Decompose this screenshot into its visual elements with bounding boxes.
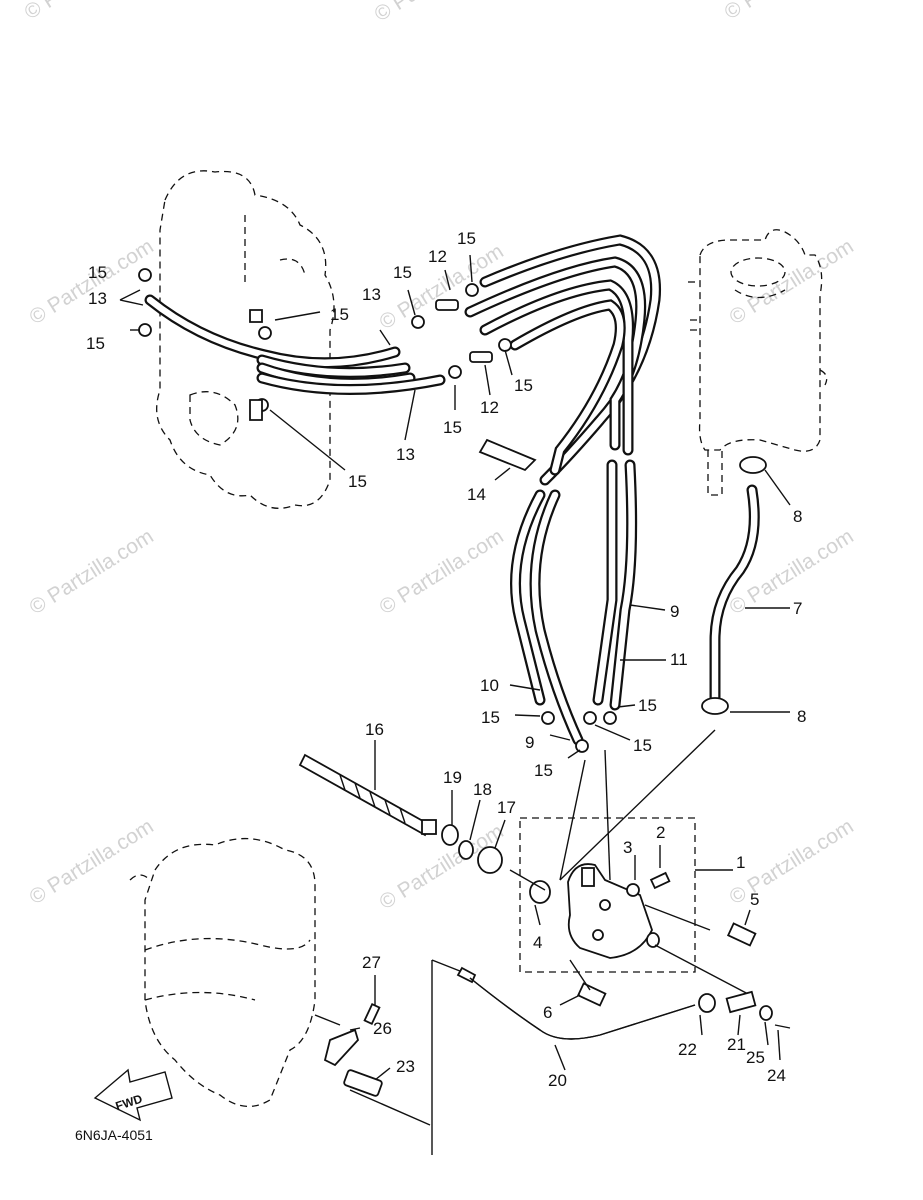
callout-23: 23 — [396, 1057, 415, 1076]
callout-10: 10 — [480, 676, 499, 695]
callout-15: 15 — [638, 696, 657, 715]
callout-13-upper: 13 — [362, 285, 381, 304]
watermark: © Partzilla.com — [20, 0, 152, 24]
watermarks: © Partzilla.com © Partzilla.com © Partzi… — [20, 0, 857, 914]
oil-pump-assembly — [519, 817, 757, 1007]
engine-block-lower — [129, 837, 316, 1107]
watermark: © Partzilla.com — [370, 0, 502, 26]
callout-14: 14 — [467, 485, 486, 504]
callout-6: 6 — [543, 1003, 552, 1022]
hose-bundle — [144, 234, 662, 746]
part-16-shaft — [298, 753, 437, 837]
callout-15: 15 — [443, 418, 462, 437]
callout-26: 26 — [373, 1019, 392, 1038]
callout-22: 22 — [678, 1040, 697, 1059]
callout-9-lower: 9 — [525, 733, 534, 752]
callout-13-left: 13 — [88, 289, 107, 308]
callout-15: 15 — [514, 376, 533, 395]
watermark: © Partzilla.com — [25, 525, 157, 619]
callout-25: 25 — [746, 1048, 765, 1067]
callout-5: 5 — [750, 890, 759, 909]
callout-27: 27 — [362, 953, 381, 972]
hose-7 — [709, 484, 760, 706]
callout-1: 1 — [736, 853, 745, 872]
watermark: © Partzilla.com — [375, 525, 507, 619]
engine-block-upper — [156, 170, 335, 509]
callout-16: 16 — [365, 720, 384, 739]
callout-15: 15 — [481, 708, 500, 727]
callout-9-right: 9 — [670, 602, 679, 621]
callout-3: 3 — [623, 838, 632, 857]
seal-parts — [441, 824, 503, 874]
callout-15: 15 — [633, 736, 652, 755]
fittings — [138, 268, 767, 753]
callout-15: 15 — [457, 229, 476, 248]
watermark: © Partzilla.com — [725, 235, 857, 329]
callout-13-lower: 13 — [396, 445, 415, 464]
oil-tank — [688, 229, 828, 496]
callout-4: 4 — [533, 933, 542, 952]
callout-2: 2 — [656, 823, 665, 842]
callout-15: 15 — [86, 334, 105, 353]
callout-18: 18 — [473, 780, 492, 799]
callout-8-upper: 8 — [793, 507, 802, 526]
callout-12-upper: 12 — [428, 247, 447, 266]
callout-19: 19 — [443, 768, 462, 787]
callout-20: 20 — [548, 1071, 567, 1090]
callout-12-lower: 12 — [480, 398, 499, 417]
callout-7: 7 — [793, 599, 802, 618]
callout-24: 24 — [767, 1066, 786, 1085]
callout-21: 21 — [727, 1035, 746, 1054]
callout-15: 15 — [393, 263, 412, 282]
callout-labels: 1 2 3 4 5 6 7 8 8 9 9 10 11 12 12 13 13 … — [86, 229, 806, 1090]
watermark: © Partzilla.com — [25, 815, 157, 909]
watermark: © Partzilla.com — [720, 0, 852, 24]
callout-15: 15 — [88, 263, 107, 282]
callout-17: 17 — [497, 798, 516, 817]
callout-15: 15 — [534, 761, 553, 780]
lower-parts — [323, 990, 791, 1097]
fwd-arrow: FWD — [93, 1068, 173, 1122]
watermark: © Partzilla.com — [725, 525, 857, 619]
fwd-label: FWD — [114, 1092, 145, 1114]
leader-lines — [119, 254, 791, 1155]
callout-11: 11 — [670, 650, 688, 669]
callout-8-lower: 8 — [797, 707, 806, 726]
diagram-code: 6N6JA-4051 — [75, 1127, 153, 1143]
callout-15: 15 — [348, 472, 367, 491]
callout-15: 15 — [330, 305, 349, 324]
